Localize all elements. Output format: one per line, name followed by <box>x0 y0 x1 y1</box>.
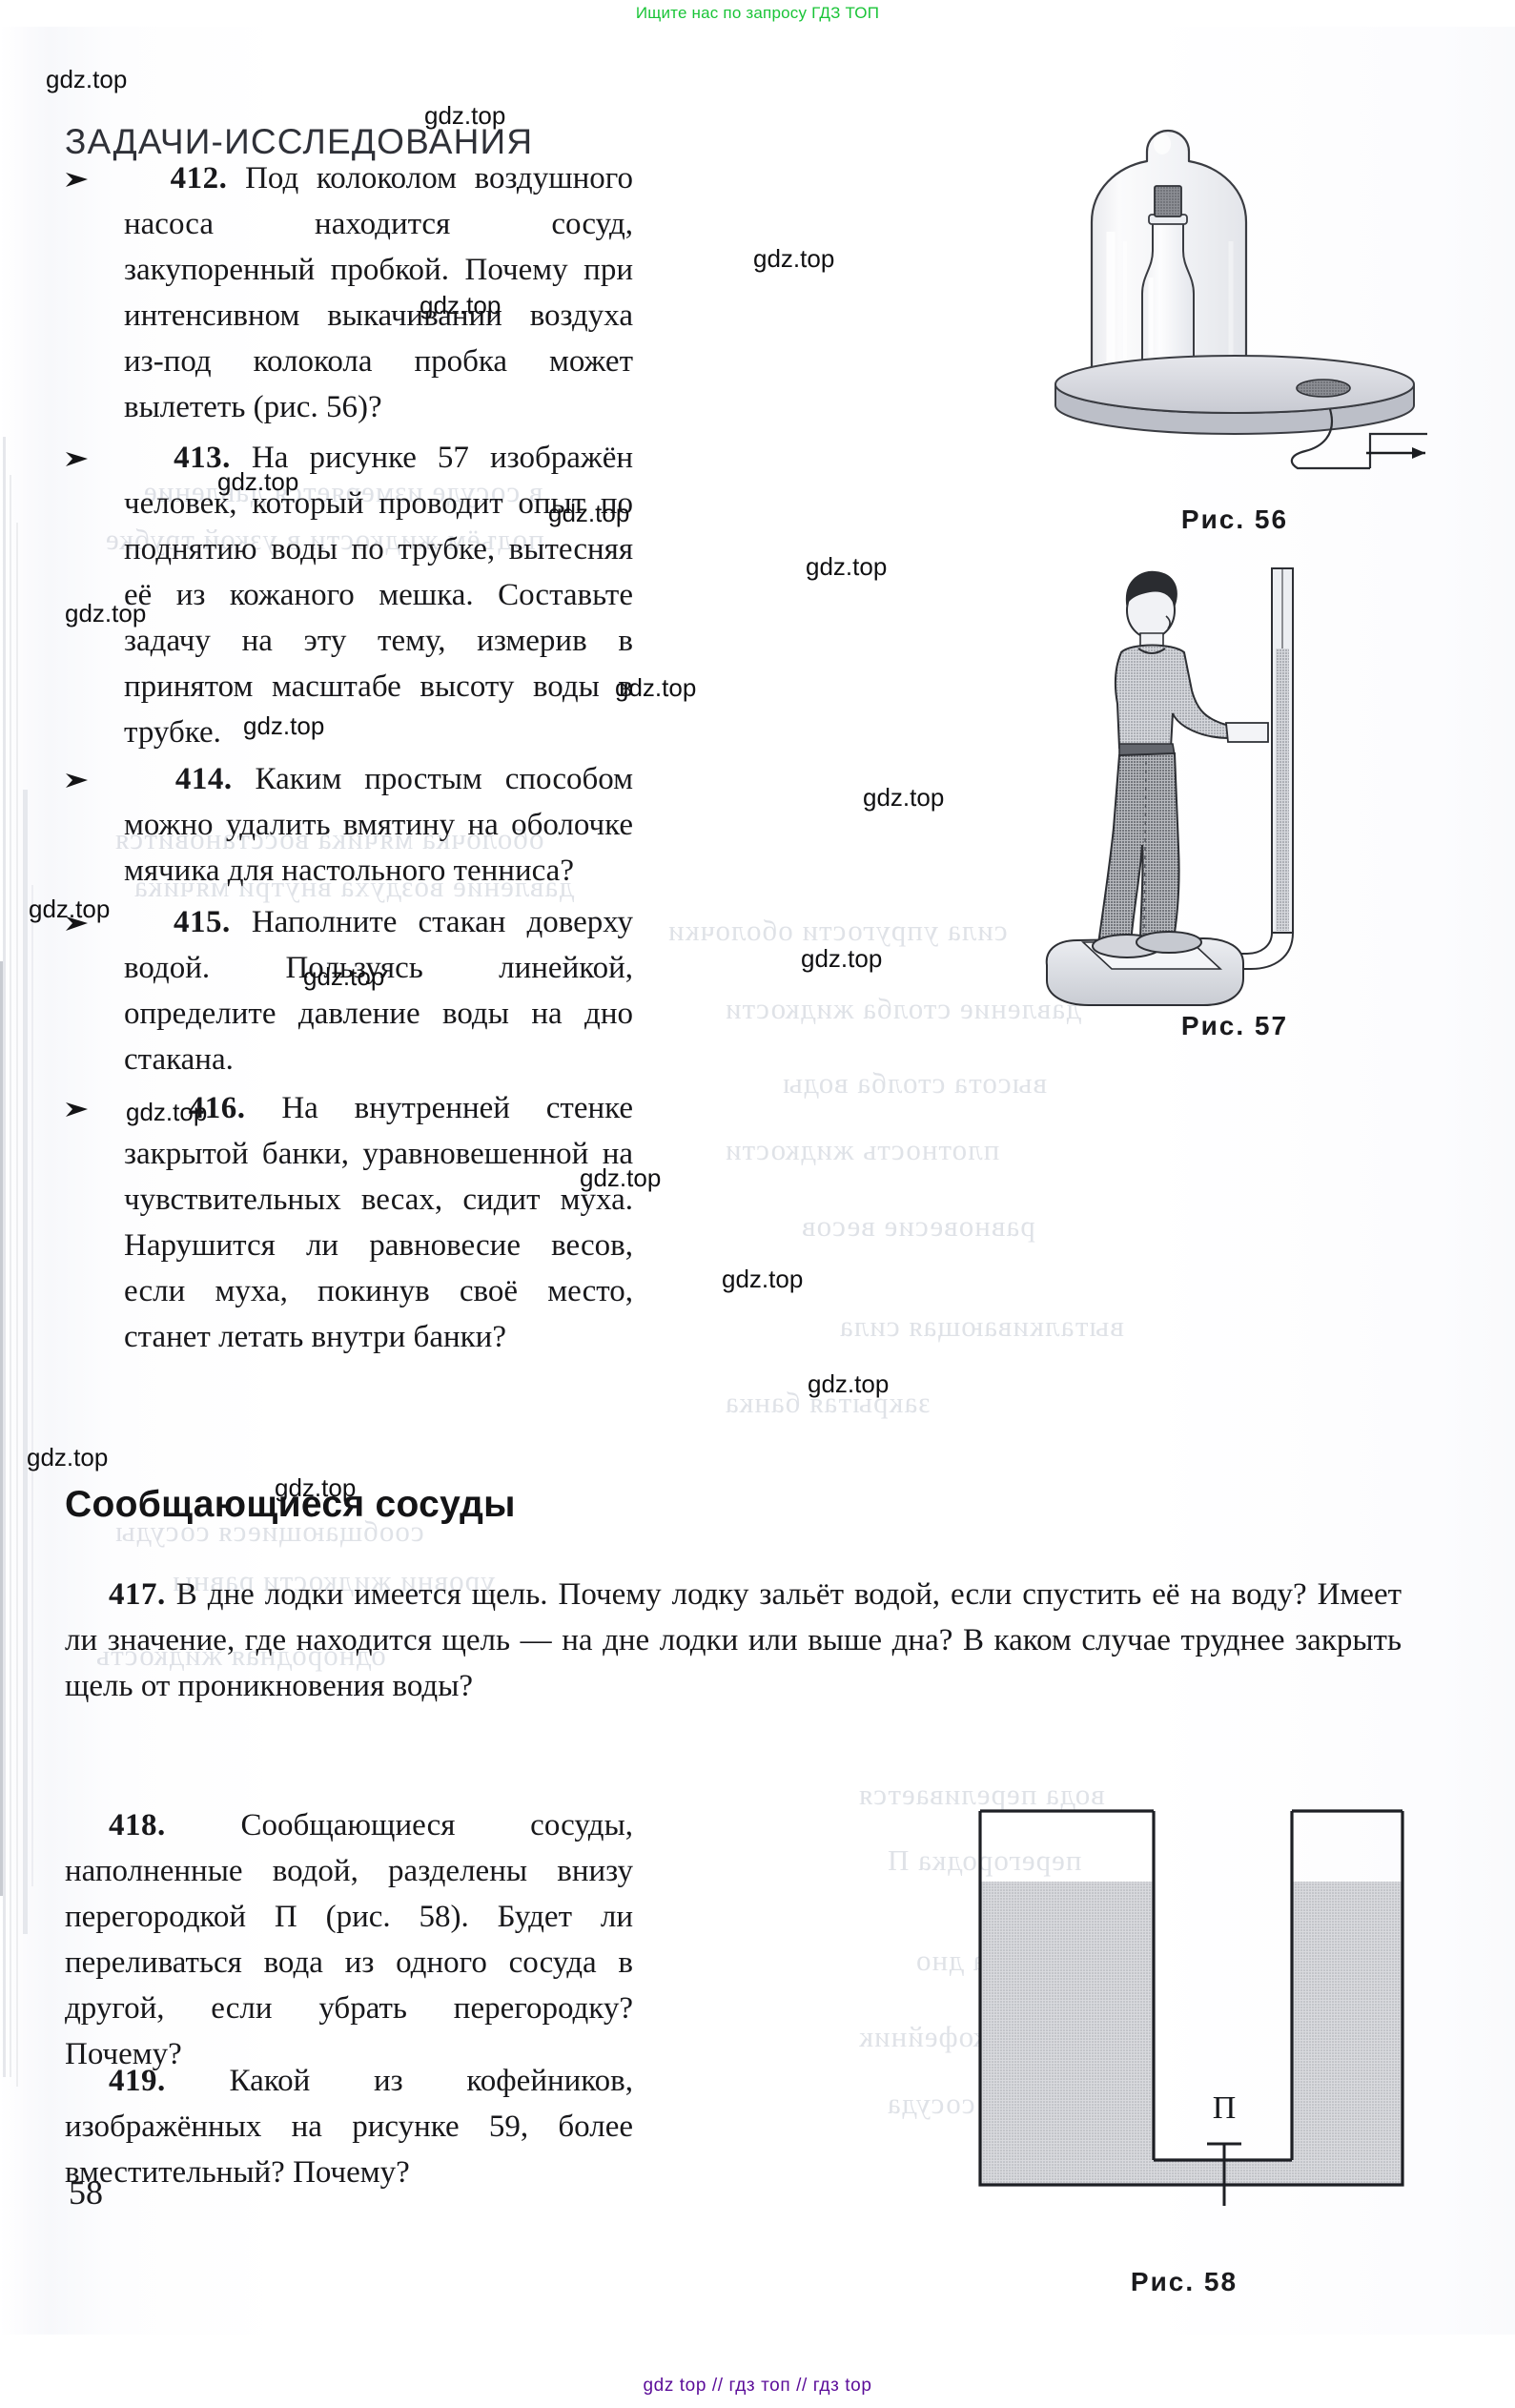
hand <box>1225 722 1269 743</box>
task-number: 413. <box>174 441 231 475</box>
book-binding-gutter <box>0 27 57 2335</box>
task-number: 417. <box>109 1577 166 1612</box>
section-heading: ЗАДАЧИ-ИССЛЕДОВАНИЯ <box>65 122 534 161</box>
watermark-text: gdz.top <box>801 944 883 973</box>
task-text: Под колоколом воздушного насоса находитс… <box>124 161 634 424</box>
cork-stopper-icon <box>1154 185 1182 217</box>
figure-58-caption: Рис. 58 <box>1130 2267 1239 2296</box>
task-text: Какой из кофейников, изображённых на рис… <box>65 2064 633 2190</box>
vessel-outline <box>978 1811 1404 2187</box>
task-number: 418. <box>109 1808 166 1842</box>
task-text: На внутренней стенке закрытой банки, ура… <box>124 1091 633 1354</box>
bullet-arrow-icon <box>65 435 97 469</box>
task-412: 412. Под колоколом воздушного насоса нах… <box>65 155 633 430</box>
task-418: 418. Сообщающиеся сосуды, наполненные во… <box>65 1802 633 2077</box>
task-number: 412. <box>170 161 228 196</box>
bleed-through-text: равновесие весов <box>801 1209 1035 1243</box>
person-figure <box>1092 570 1269 958</box>
figure-57: Рис. 57 <box>1039 561 1430 1305</box>
task-text: Каким простым способом можно удалить вмя… <box>124 762 634 888</box>
task-415: 415. Наполните стакан доверху водой. Пол… <box>65 899 633 1082</box>
task-number: 419. <box>109 2064 166 2098</box>
task-text: На рисунке 57 изображён человек, который… <box>124 441 634 750</box>
watermark-text: gdz.top <box>806 552 888 581</box>
figure-57-caption: Рис. 57 <box>1180 1011 1289 1040</box>
task-416: 416. На внутренней стенке закрытой банки… <box>65 1085 633 1360</box>
task-414: 414. Каким простым способом можно удалит… <box>65 756 633 894</box>
task-number: 415. <box>174 905 231 939</box>
bullet-arrow-icon <box>65 756 97 791</box>
tube-elbow <box>1234 932 1294 970</box>
bleed-through-text: высота столба воды <box>782 1066 1048 1100</box>
subsection-heading: Сообщающиеся сосуды <box>65 1484 516 1525</box>
vertical-tube <box>1271 567 1294 934</box>
watermark-text: gdz.top <box>808 1369 890 1398</box>
shoe-front <box>1136 931 1202 954</box>
airflow-arrow-icon <box>1366 447 1425 459</box>
footer-links-text: gdz top // гдз топ // гдз top <box>643 2375 872 2396</box>
vacuum-port-hole <box>1296 379 1351 398</box>
watermark-text: gdz.top <box>46 65 128 93</box>
figure-56-caption: Рис. 56 <box>1180 504 1289 534</box>
watermark-text: gdz.top <box>753 244 835 273</box>
figure-56: Рис. 56 <box>1034 98 1435 534</box>
trousers <box>1096 751 1180 945</box>
bleed-through-text: давление столба жидкости <box>725 992 1081 1025</box>
watermark-text: gdz.top <box>863 783 945 812</box>
vacuum-tube <box>1290 408 1427 470</box>
bleed-through-text: сила упругости оболочки <box>667 914 1008 947</box>
partition-label: П <box>1213 2090 1237 2126</box>
leather-bag <box>1045 936 1244 1006</box>
page-number: 58 <box>69 2173 103 2212</box>
water-column <box>1276 648 1289 931</box>
task-text: В дне лодки имеется щель. Почему лодку з… <box>65 1577 1402 1703</box>
footer-bar: gdz top // гдз топ // гдз top <box>0 2363 1515 2408</box>
bleed-through-text: выталкивающая сила <box>839 1309 1124 1343</box>
promo-banner: Ищите нас по запросу ГДЗ ТОП <box>0 0 1515 27</box>
figure-58: П Рис. 58 <box>974 1786 1423 2320</box>
task-text: Наполните стакан доверху водой. Пользуяс… <box>124 905 634 1077</box>
bullet-arrow-icon <box>65 1085 97 1120</box>
watermark-text: gdz.top <box>722 1265 804 1293</box>
task-419: 419. Какой из кофейников, изображённых н… <box>65 2058 633 2195</box>
task-number: 414. <box>174 762 233 796</box>
bullet-arrow-icon <box>65 899 97 934</box>
bleed-through-text: закрытая банка <box>725 1386 931 1419</box>
hair <box>1125 570 1177 608</box>
vacuum-base-plate <box>1054 355 1415 435</box>
bleed-through-text: кофейник <box>858 2020 988 2053</box>
bullet-arrow-icon <box>65 155 97 190</box>
bleed-through-text: плотность жидкости <box>725 1133 1000 1166</box>
watermark-text: gdz.top <box>27 1443 109 1472</box>
task-417: 417. В дне лодки имеется щель. Почему ло… <box>65 1572 1402 1709</box>
task-number: 416. <box>188 1091 246 1125</box>
task-413: 413. На рисунке 57 изображён человек, ко… <box>65 435 633 755</box>
task-text: Сообщающиеся сосуды, наполненные водой, … <box>65 1808 633 2071</box>
bottle-icon <box>1141 185 1195 385</box>
promo-banner-text: Ищите нас по запросу ГДЗ ТОП <box>635 4 880 22</box>
water-body <box>980 1882 1402 2185</box>
partition-marker <box>1207 2142 1241 2206</box>
sweater <box>1114 644 1232 749</box>
